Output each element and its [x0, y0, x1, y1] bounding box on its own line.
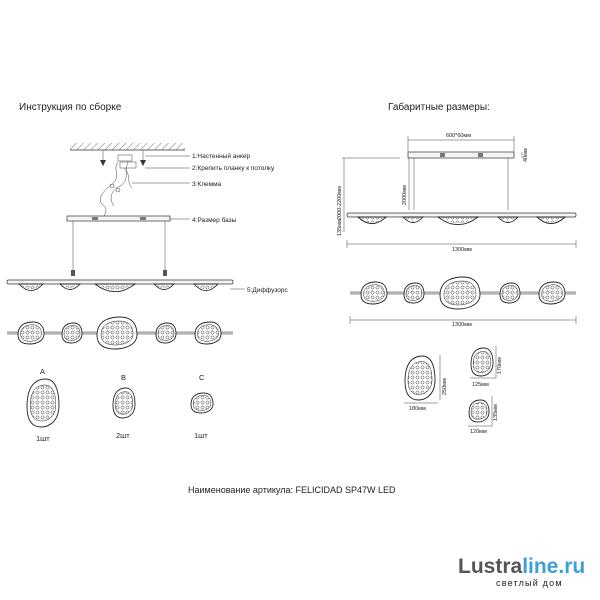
dim-c-width: 120мм [470, 429, 487, 435]
lustraline-logo: Lustraline.ru светлый дом [458, 555, 585, 588]
dim-c-height: 135мм [493, 404, 499, 421]
side-shade [152, 283, 176, 290]
dim-side-shades [356, 216, 567, 226]
dim-variant-c-shade [468, 399, 490, 423]
top-shade [403, 282, 425, 304]
top-shade [538, 281, 566, 305]
variant-b-letter: B [121, 373, 126, 382]
dim-base-plate [407, 136, 523, 159]
shade-variants [26, 378, 214, 428]
top-shade [360, 281, 388, 305]
side-shade [496, 216, 520, 223]
callout-lines [132, 155, 245, 290]
article-label: Наименование артикула: FELICIDAD SP47W L… [188, 485, 396, 495]
top-shade [194, 321, 222, 345]
dim-a-height: 250мм [442, 378, 448, 395]
logo-brand-accent: line.ru [522, 555, 585, 578]
lamp-side-view [6, 279, 234, 285]
dim-base-label: 600*60мм [446, 133, 471, 139]
callout-terminal: 3:Клемма [192, 181, 222, 188]
top-shade [439, 276, 481, 310]
side-shade [17, 283, 45, 292]
variant-c-shade [190, 392, 214, 414]
side-shades [17, 283, 220, 293]
top-shade [17, 321, 45, 345]
dim-width-side: 1300мм [452, 247, 472, 253]
dim-top-shades [360, 276, 566, 310]
dim-lamp-side [346, 212, 577, 218]
dim-b-height: 170мм [497, 357, 503, 374]
svg-text:Lustraline.ru: Lustraline.ru [458, 555, 585, 578]
logo-tagline: светлый дом [496, 578, 563, 588]
dim-width-top: 1300мм [452, 322, 472, 328]
side-shade [93, 283, 137, 293]
dim-width-line [346, 240, 577, 248]
left-heading: Инструкция по сборке [19, 101, 122, 113]
ceiling-bracket-wires [100, 161, 133, 221]
dim-variant-a-shade [404, 355, 436, 401]
base-plate [66, 215, 171, 222]
dim-width-line-top [349, 316, 577, 324]
dim-cables [342, 157, 509, 232]
top-shade [96, 316, 138, 350]
variant-c-letter: C [199, 373, 205, 382]
variant-a-count: 1шт [36, 434, 50, 443]
callout-base-size: 4:Размер базы [192, 216, 237, 224]
variant-a-shade [26, 378, 60, 428]
dim-a-width: 180мм [409, 406, 426, 412]
top-shade [499, 282, 521, 304]
variant-a-letter: A [40, 367, 45, 376]
top-shade [155, 322, 177, 344]
right-heading: Габаритные размеры: [388, 101, 490, 113]
callout-anchor: 1:Настенный анкер [192, 152, 251, 160]
callout-diffuser: 5:Диффузорс [247, 287, 288, 294]
dim-base-height: 40мм [523, 148, 529, 162]
dim-drop: 2000мм [402, 185, 408, 205]
side-shade [356, 216, 388, 225]
side-shade [436, 216, 480, 226]
variant-b-shade [112, 387, 136, 419]
callout-ceiling-plate: 2:Крепить планку к потолку [192, 165, 275, 172]
top-shades [17, 316, 222, 350]
dim-total-height: 2000-2200мм [337, 186, 343, 220]
dim-shade-variants [404, 347, 494, 423]
variant-c-count: 1шт [194, 431, 208, 440]
top-shade [61, 322, 83, 344]
dim-shade-height: 135мм [337, 219, 343, 236]
dim-variant-b-shade [470, 347, 494, 377]
wall-anchors [100, 150, 146, 169]
dim-b-width: 125мм [472, 382, 489, 388]
ceiling [70, 143, 185, 151]
side-shade [192, 283, 220, 292]
side-shade [535, 216, 567, 225]
variant-b-count: 2шт [116, 431, 130, 440]
logo-brand-dark: Lustra [458, 555, 523, 578]
dim-variant-boxes [404, 346, 497, 427]
side-shade [401, 216, 425, 223]
suspension-cables [71, 221, 167, 276]
side-shade [58, 283, 82, 290]
